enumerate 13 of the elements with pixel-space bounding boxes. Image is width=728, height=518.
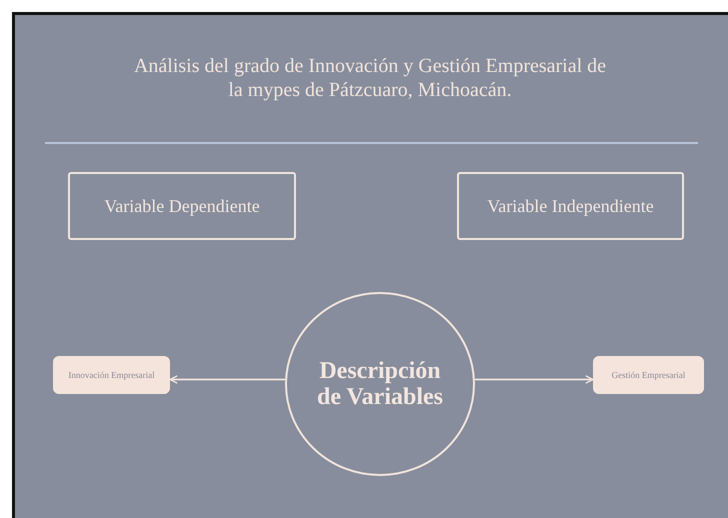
title: Análisis del grado de Innovación y Gestión Empresarial de la mypes de Pátzcuaro, Michoacán. (132, 54, 608, 102)
node-label: Descripción de Variables (316, 358, 444, 410)
node-label: Variable Dependiente (104, 195, 260, 218)
variable-box (457, 172, 684, 240)
arrow (475, 375, 594, 384)
node-label: Gestión Empresarial (612, 370, 686, 380)
variable-card (53, 356, 170, 394)
variable-card (593, 356, 704, 394)
variable-box (68, 172, 296, 240)
node-label: Innovación Empresarial (68, 370, 155, 380)
arrow (169, 375, 285, 384)
node-label: Variable Independiente (487, 195, 654, 218)
concept-circle (285, 292, 475, 476)
